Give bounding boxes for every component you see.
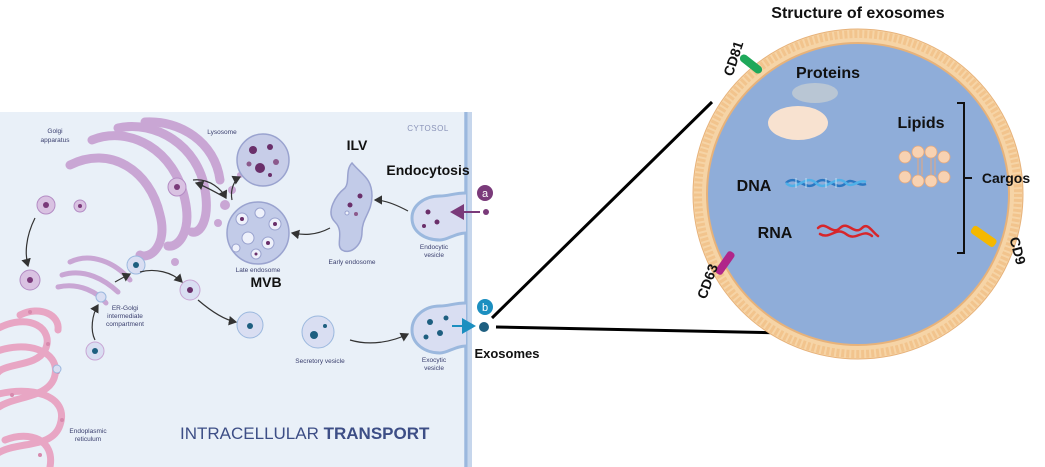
secretory-vesicle bbox=[301, 315, 335, 349]
lipids-label: Lipids bbox=[897, 115, 944, 132]
golgi-exit-vesicle-dot bbox=[187, 287, 193, 293]
pathway-arrows bbox=[21, 175, 410, 344]
endocytic-cargo-3 bbox=[422, 224, 426, 228]
badge-a bbox=[477, 185, 493, 201]
exocytic-vesicle-label-1: Exocytic bbox=[422, 357, 447, 364]
ilv-label: ILV bbox=[347, 137, 368, 153]
cd9-label: CD9 bbox=[1006, 235, 1029, 266]
ergic-vesicle-dot bbox=[133, 262, 139, 268]
ergic-label-1: ER-Golgi bbox=[112, 305, 138, 312]
er-tip-vesicle bbox=[52, 364, 62, 374]
protein-shape-1 bbox=[792, 83, 838, 103]
endocytosis-label: Endocytosis bbox=[386, 162, 469, 178]
early-endosome-cargo bbox=[344, 193, 363, 216]
endocytic-cargo-1 bbox=[425, 209, 431, 215]
badge-b-label: b bbox=[482, 302, 488, 314]
rna-label: RNA bbox=[758, 225, 793, 242]
cd81-marker bbox=[739, 54, 763, 74]
lipid-cluster bbox=[898, 145, 951, 188]
title-part-2: TRANSPORT bbox=[324, 424, 430, 443]
endocytic-vesicle-label-2: vesicle bbox=[424, 252, 444, 259]
lysosome-contents bbox=[246, 144, 279, 177]
exosome-structure-title: Structure of exosomes bbox=[771, 5, 944, 22]
endocytic-cargo-2 bbox=[434, 219, 440, 225]
er-label-2: reticulum bbox=[75, 436, 101, 443]
late-endosome-label: Late endosome bbox=[236, 267, 281, 274]
exocytic-vesicle-membrane bbox=[410, 301, 467, 355]
endocytic-vesicle-label-1: Endocytic bbox=[420, 244, 449, 251]
cd63-marker bbox=[715, 251, 735, 275]
er-label-1: Endoplasmic bbox=[69, 428, 107, 435]
extracellular-strip bbox=[464, 112, 472, 467]
exocytic-cargo-4 bbox=[443, 315, 449, 321]
golgi-vesicle-mid-dot bbox=[174, 184, 180, 190]
mvb-ilv-cargo bbox=[240, 217, 277, 256]
golgi-label-2: apparatus bbox=[41, 137, 71, 144]
exocytic-cargo-2 bbox=[437, 330, 443, 336]
mvb-label: MVB bbox=[250, 274, 281, 290]
dna-label: DNA bbox=[737, 178, 772, 195]
cytosol-label: CYTOSOL bbox=[407, 124, 449, 133]
title-part-1: INTRACELLULAR bbox=[180, 424, 324, 443]
er-exit-vesicle-dot bbox=[92, 348, 98, 354]
lipid-heads bbox=[694, 30, 1022, 358]
endocytosis-particle bbox=[483, 209, 489, 215]
endoplasmic-reticulum bbox=[0, 307, 66, 467]
golgi-label-1: Golgi bbox=[47, 128, 62, 135]
transport-vesicle-dot bbox=[247, 323, 253, 329]
secretory-vesicle-label: Secretory vesicle bbox=[295, 358, 345, 365]
proteins-label: Proteins bbox=[796, 65, 860, 82]
cargos-bracket bbox=[957, 102, 972, 254]
lipid-tails bbox=[917, 158, 936, 175]
cytosol-background bbox=[0, 112, 470, 467]
badge-a-label: a bbox=[482, 188, 489, 200]
golgi-vesicle-upper-dot bbox=[78, 204, 82, 208]
ergic-label-2: intermediate bbox=[107, 313, 143, 320]
golgi-vesicle-dot bbox=[43, 202, 49, 208]
intracellular-transport-title: INTRACELLULAR TRANSPORT bbox=[180, 424, 430, 443]
early-endosome bbox=[330, 161, 373, 253]
exocytic-cargo-1 bbox=[427, 319, 433, 325]
dna-helix bbox=[785, 178, 867, 188]
exosome-particle bbox=[479, 322, 489, 332]
badge-b bbox=[477, 299, 493, 315]
ergic-small-vesicle bbox=[95, 291, 107, 303]
zoom-line-upper bbox=[490, 100, 714, 320]
lysosome bbox=[236, 133, 290, 187]
cargos-label: Cargos bbox=[982, 170, 1030, 186]
early-endosome-label: Early endosome bbox=[329, 259, 376, 266]
rna-strand bbox=[816, 224, 880, 238]
secretory-vesicle-dot-2 bbox=[323, 324, 327, 328]
exosomes-label: Exosomes bbox=[474, 346, 539, 361]
cd63-label: CD63 bbox=[694, 262, 721, 301]
lysosome-label: Lysosome bbox=[207, 129, 237, 136]
ergic-label-3: compartment bbox=[106, 321, 144, 328]
cd9-marker bbox=[970, 225, 997, 247]
exocytic-vesicle-label-2: vesicle bbox=[424, 365, 444, 372]
protein-shape-2 bbox=[768, 106, 828, 140]
exocytic-cargo-3 bbox=[423, 334, 429, 340]
dna-base-pairs bbox=[795, 178, 837, 188]
secretory-vesicle-dot-1 bbox=[310, 331, 318, 339]
er-vesicle-dot bbox=[27, 277, 33, 283]
